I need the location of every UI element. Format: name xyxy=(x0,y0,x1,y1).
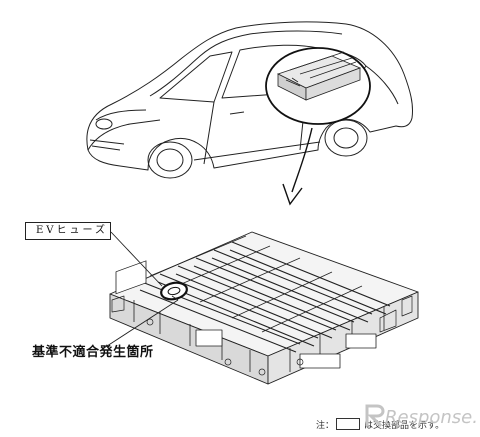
legend-note-suffix: は交換部品を示す。 xyxy=(364,421,445,431)
legend-swatch-box xyxy=(336,418,361,430)
pointer-arrow xyxy=(282,127,313,206)
watermark-text: Response. xyxy=(385,407,478,428)
legend-note: 注： は交換部品を示す。 xyxy=(316,418,444,431)
response-watermark-logo: Response. xyxy=(365,404,478,428)
ev-fuse-label: EVヒューズ xyxy=(25,222,111,240)
battery-pack-illustration xyxy=(109,231,419,385)
leader-lines xyxy=(103,231,179,349)
watermark-r-icon xyxy=(365,404,385,428)
legend-note-prefix: 注： xyxy=(316,421,335,431)
nonconforming-location-label: 基準不適合発生箇所 xyxy=(32,345,154,360)
battery-location-callout xyxy=(265,47,371,125)
